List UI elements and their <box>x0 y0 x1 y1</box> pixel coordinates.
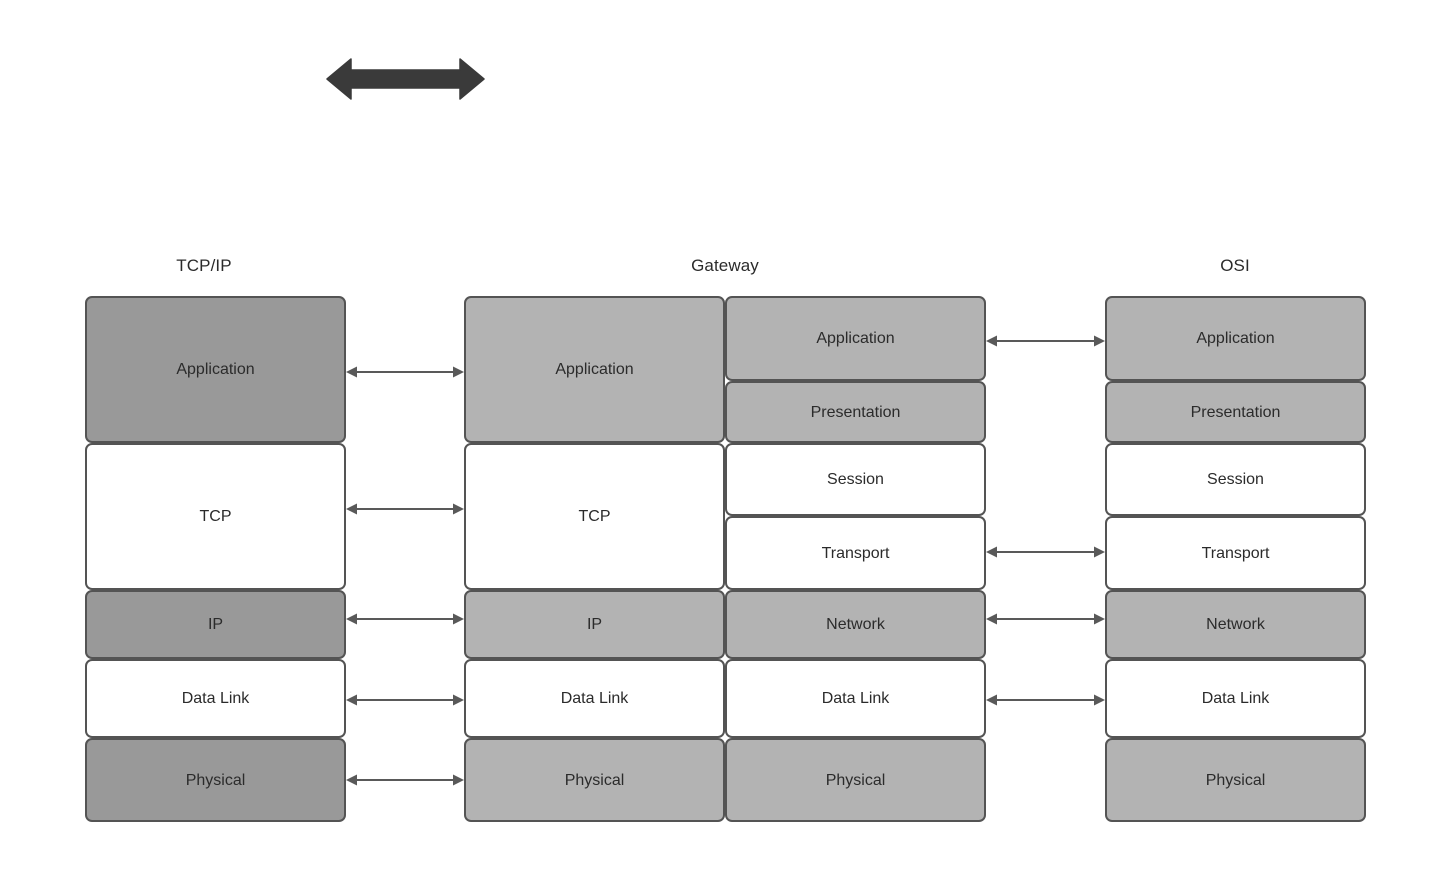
layer-box-gateway-right-presentation[interactable]: Presentation <box>725 381 986 443</box>
layer-box-tcpip-ip[interactable]: IP <box>85 590 346 659</box>
layer-label: Physical <box>564 771 625 789</box>
column-title-gateway-left: Gateway <box>691 256 759 275</box>
connector-tcpip-gateway-tcp <box>346 499 464 519</box>
layer-box-gateway-left-application[interactable]: Application <box>464 296 725 443</box>
layer-label: Physical <box>825 771 886 789</box>
layer-box-tcpip-tcp[interactable]: TCP <box>85 443 346 590</box>
layer-box-tcpip-application[interactable]: Application <box>85 296 346 443</box>
layer-label: Data Link <box>181 690 250 707</box>
column-title-osi: OSI <box>1220 256 1250 275</box>
layer-box-osi-physical[interactable]: Physical <box>1105 738 1366 822</box>
layer-label: Data Link <box>1201 690 1270 707</box>
layer-box-gateway-left-ip[interactable]: IP <box>464 590 725 659</box>
column-title-tcpip: TCP/IP <box>176 256 232 275</box>
layer-label: Session <box>1207 471 1264 488</box>
layer-label: Application <box>1196 330 1275 347</box>
layer-box-tcpip-physical[interactable]: Physical <box>85 738 346 822</box>
layer-box-gateway-right-physical[interactable]: Physical <box>725 738 986 822</box>
bidirectional-block-arrow <box>326 56 485 102</box>
connector-gateway-osi-transport <box>986 542 1105 562</box>
layer-box-gateway-left-physical[interactable]: Physical <box>464 738 725 822</box>
layer-label: Presentation <box>810 403 901 421</box>
layer-label: IP <box>586 616 603 633</box>
layer-box-gateway-right-transport[interactable]: Transport <box>725 516 986 590</box>
layer-label: TCP <box>578 508 611 525</box>
layer-label: Session <box>827 471 884 488</box>
layer-box-osi-presentation[interactable]: Presentation <box>1105 381 1366 443</box>
layer-label: TCP <box>199 508 232 525</box>
layer-box-osi-session[interactable]: Session <box>1105 443 1366 516</box>
layer-box-osi-network[interactable]: Network <box>1105 590 1366 659</box>
layer-label: Application <box>555 361 634 378</box>
layer-label: Application <box>816 330 895 347</box>
connector-tcpip-gateway-physical <box>346 770 464 790</box>
layer-label: Network <box>1206 616 1265 633</box>
connector-gateway-osi-datalink <box>986 690 1105 710</box>
connector-gateway-osi-application <box>986 331 1105 351</box>
layer-label: Physical <box>185 771 246 789</box>
connector-tcpip-gateway-ip <box>346 609 464 629</box>
layer-label: Transport <box>1201 544 1270 562</box>
connector-tcpip-gateway-datalink <box>346 690 464 710</box>
layer-label: Application <box>176 361 255 378</box>
layer-box-tcpip-data-link[interactable]: Data Link <box>85 659 346 738</box>
layer-label: Data Link <box>560 690 629 707</box>
layer-label: Transport <box>821 544 890 562</box>
layer-box-gateway-right-application[interactable]: Application <box>725 296 986 381</box>
layer-label: Presentation <box>1190 403 1281 421</box>
layer-box-gateway-left-tcp[interactable]: TCP <box>464 443 725 590</box>
connector-tcpip-gateway-application <box>346 362 464 382</box>
layer-box-osi-data-link[interactable]: Data Link <box>1105 659 1366 738</box>
layer-box-gateway-left-data-link[interactable]: Data Link <box>464 659 725 738</box>
layer-label: Physical <box>1205 771 1266 789</box>
layer-label: IP <box>207 616 224 633</box>
layer-box-gateway-right-session[interactable]: Session <box>725 443 986 516</box>
layer-box-osi-transport[interactable]: Transport <box>1105 516 1366 590</box>
layer-label: Network <box>826 616 885 633</box>
layer-label: Data Link <box>821 690 890 707</box>
layer-box-gateway-right-data-link[interactable]: Data Link <box>725 659 986 738</box>
layer-box-gateway-right-network[interactable]: Network <box>725 590 986 659</box>
connector-gateway-osi-network <box>986 609 1105 629</box>
layer-box-osi-application[interactable]: Application <box>1105 296 1366 381</box>
